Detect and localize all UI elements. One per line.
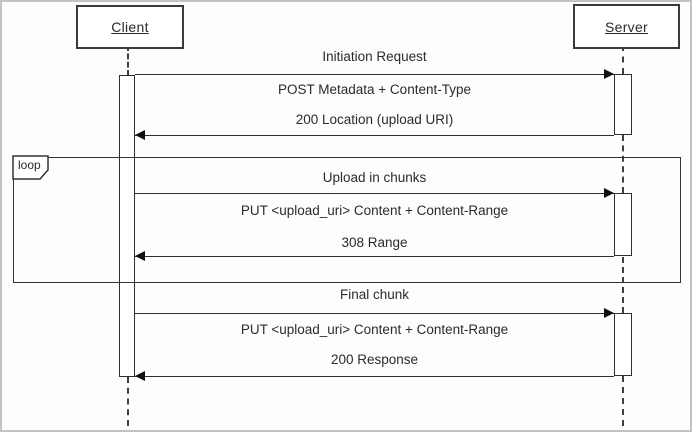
message-line-request-2 (135, 193, 614, 194)
message-line-response-1 (135, 135, 614, 136)
section-title-final-chunk: Final chunk (339, 287, 410, 302)
section-title-upload-chunks: Upload in chunks (322, 170, 427, 185)
section-title-initiation: Initiation Request (322, 49, 427, 64)
message-label-response-2: 308 Range (341, 235, 408, 250)
arrowhead-left-icon (135, 251, 145, 261)
server-lifeline-segment (622, 135, 624, 193)
client-lifeline-segment (127, 377, 129, 426)
server-lifeline-segment (622, 45, 624, 74)
message-line-response-3 (135, 376, 614, 377)
server-activation-bar-2 (614, 193, 632, 256)
message-line-request-3 (135, 313, 614, 314)
loop-fragment-frame (13, 157, 681, 283)
arrowhead-left-icon (135, 130, 145, 140)
actor-label-client: Client (111, 19, 149, 35)
message-line-response-2 (135, 256, 614, 257)
server-lifeline-segment (622, 376, 624, 426)
actor-box-server: Server (573, 4, 680, 49)
server-activation-bar-3 (614, 313, 632, 376)
server-lifeline-segment (622, 257, 624, 313)
arrowhead-left-icon (135, 371, 145, 381)
client-activation-bar (119, 75, 135, 377)
arrowhead-right-icon (604, 308, 614, 318)
message-line-request-1 (135, 74, 614, 75)
message-label-request-2: PUT <upload_uri> Content + Content-Range (240, 203, 509, 218)
loop-operator-pentagon-icon (12, 155, 49, 180)
arrowhead-right-icon (604, 188, 614, 198)
server-activation-bar-1 (614, 74, 632, 135)
message-label-request-3: PUT <upload_uri> Content + Content-Range (240, 322, 509, 337)
client-lifeline-segment (127, 45, 129, 76)
message-label-request-1: POST Metadata + Content-Type (278, 82, 471, 97)
actor-box-client: Client (76, 5, 184, 49)
message-label-response-1: 200 Location (upload URI) (295, 112, 454, 127)
actor-label-server: Server (604, 18, 649, 35)
message-label-response-3: 200 Response (330, 352, 419, 367)
loop-operator-label: loop (18, 158, 41, 172)
arrowhead-right-icon (604, 69, 614, 79)
